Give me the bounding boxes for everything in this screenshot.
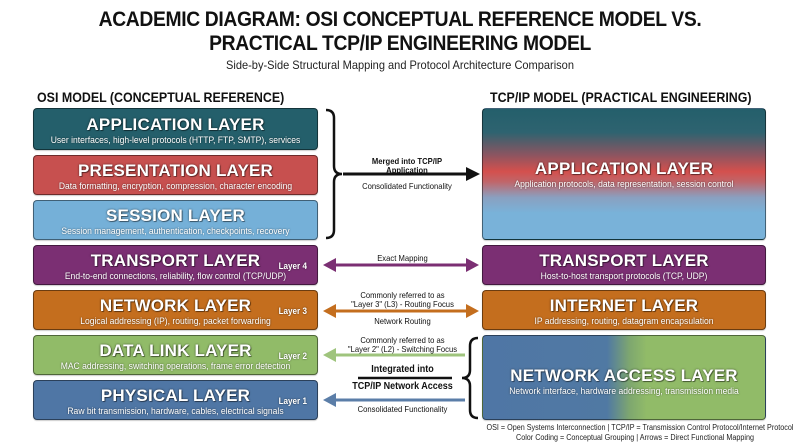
network-access-brace — [461, 336, 479, 420]
diagram-title: ACADEMIC DIAGRAM: OSI CONCEPTUAL REFEREN… — [32, 8, 768, 56]
network-label-line-1: Commonly referred to as — [360, 290, 445, 300]
osi-session-layer: SESSION LAYER Session management, authen… — [33, 200, 318, 240]
layer-number: Layer 4 — [279, 261, 308, 271]
osi-application-layer: APPLICATION LAYER User interfaces, high-… — [33, 108, 318, 150]
osi-network-layer: NETWORK LAYER Logical addressing (IP), r… — [33, 290, 318, 330]
title-line-2: PRACTICAL TCP/IP ENGINEERING MODEL — [209, 32, 591, 55]
layer-name: DATA LINK LAYER — [99, 341, 252, 360]
osi-physical-layer: PHYSICAL LAYER Raw bit transmission, har… — [33, 380, 318, 420]
tcpip-transport-layer: TRANSPORT LAYER Host-to-host transport p… — [482, 245, 766, 285]
integrated-sublabel: Consolidated Functionality — [357, 404, 448, 414]
layer-description: MAC addressing, switching operations, fr… — [60, 361, 291, 372]
osi-data-link-layer: DATA LINK LAYER MAC addressing, switchin… — [33, 335, 318, 375]
layer-description: Session management, authentication, chec… — [61, 226, 290, 237]
datalink-label-line-2: "Layer 2" (L2) - Switching Focus — [347, 344, 458, 354]
tcpip-internet-layer: INTERNET LAYER IP addressing, routing, d… — [482, 290, 766, 330]
layer-name: SESSION LAYER — [106, 206, 245, 225]
footnote-line-1: OSI = Open Systems Interconnection | TCP… — [486, 423, 794, 432]
layer-description: Data formatting, encryption, compression… — [58, 181, 293, 192]
tcpip-application-layer: APPLICATION LAYER Application protocols,… — [482, 108, 766, 240]
integrated-label-line-2: TCP/IP Network Access — [352, 381, 453, 392]
layer-description: End-to-end connections, reliability, flo… — [64, 271, 287, 282]
layer-name: APPLICATION LAYER — [86, 115, 265, 134]
integrated-label-line-1: Integrated into — [371, 364, 434, 375]
tcpip-column-heading: TCP/IP MODEL (PRACTICAL ENGINEERING) — [490, 90, 752, 105]
tcpip-network-access-layer: NETWORK ACCESS LAYER Network interface, … — [482, 335, 766, 420]
osi-presentation-layer: PRESENTATION LAYER Data formatting, encr… — [33, 155, 318, 195]
merged-sublabel: Consolidated Functionality — [362, 181, 452, 191]
footnote-line-2: Color Coding = Conceptual Grouping | Arr… — [516, 433, 754, 442]
diagram-subtitle: Side-by-Side Structural Mapping and Prot… — [226, 58, 574, 72]
layer-description: Application protocols, data representati… — [514, 179, 734, 190]
layer-name: NETWORK ACCESS LAYER — [510, 366, 738, 385]
layer-name: NETWORK LAYER — [99, 296, 252, 315]
osi-transport-layer: TRANSPORT LAYER End-to-end connections, … — [33, 245, 318, 285]
network-label-line-2: "Layer 3" (L3) - Routing Focus — [351, 299, 454, 309]
layer-description: User interfaces, high-level protocols (H… — [50, 135, 301, 146]
merged-label-line-2: Application — [386, 165, 428, 175]
merged-application-arrowhead — [466, 167, 480, 181]
layer-description: Network interface, hardware addressing, … — [509, 386, 739, 397]
layer-name: PRESENTATION LAYER — [77, 161, 274, 180]
layer-description: IP addressing, routing, datagram encapsu… — [534, 316, 714, 327]
layer-name: PHYSICAL LAYER — [100, 386, 251, 405]
layer-name: APPLICATION LAYER — [534, 159, 714, 178]
layer-number: Layer 2 — [279, 351, 308, 361]
osi-upper-layers-brace — [325, 108, 343, 240]
layer-name: TRANSPORT LAYER — [539, 251, 709, 270]
layer-description: Raw bit transmission, hardware, cables, … — [67, 406, 284, 417]
osi-column-heading: OSI MODEL (CONCEPTUAL REFERENCE) — [37, 90, 285, 105]
layer-name: TRANSPORT LAYER — [90, 251, 261, 270]
layer-description: Logical addressing (IP), routing, packet… — [80, 316, 271, 327]
datalink-label-line-1: Commonly referred to as — [360, 335, 445, 345]
title-line-1: ACADEMIC DIAGRAM: OSI CONCEPTUAL REFEREN… — [98, 8, 702, 31]
transport-mapping-label: Exact Mapping — [377, 253, 428, 263]
layer-number: Layer 3 — [279, 306, 308, 316]
layer-description: Host-to-host transport protocols (TCP, U… — [540, 271, 708, 282]
layer-number: Layer 1 — [279, 396, 308, 406]
merged-label-line-1: Merged into TCP/IP — [371, 156, 443, 166]
layer-name: INTERNET LAYER — [549, 296, 699, 315]
network-sublabel: Network Routing — [374, 316, 431, 326]
